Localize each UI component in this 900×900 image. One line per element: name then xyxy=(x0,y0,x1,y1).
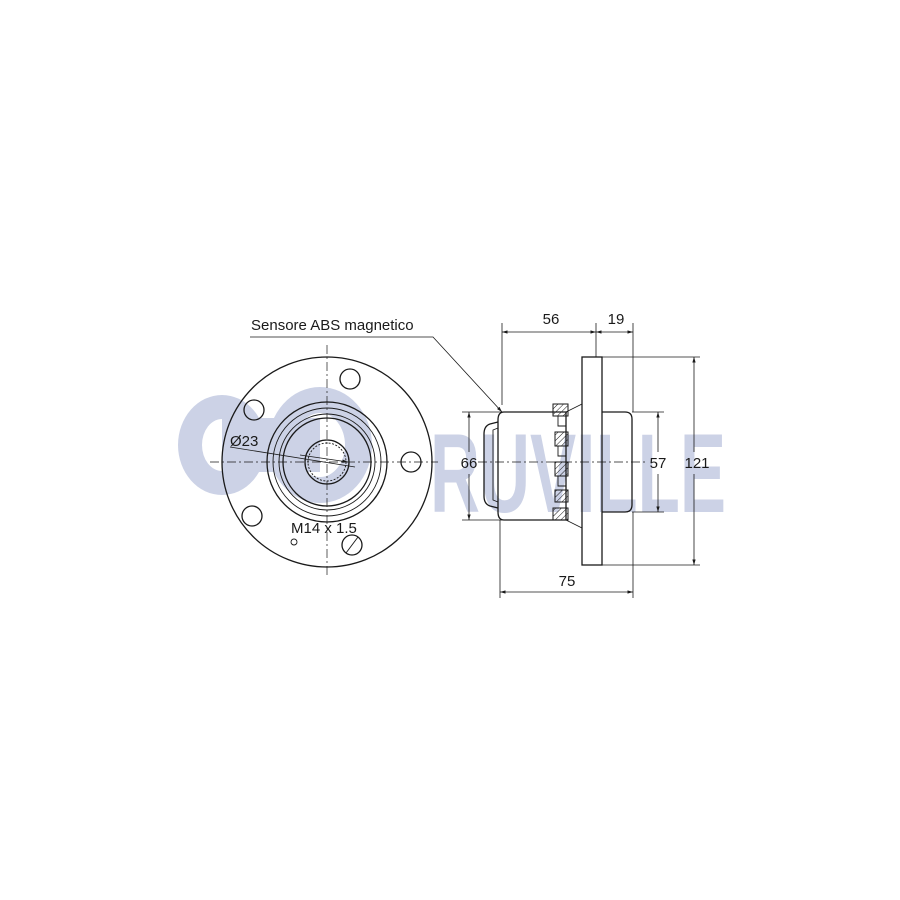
thread-mark-small-circle xyxy=(290,538,298,546)
hub-inner-circle xyxy=(278,413,376,511)
bore-diameter-label: Ø23 xyxy=(230,433,258,450)
bore-diameter-leader xyxy=(229,446,356,468)
hub-side-view: Sensore ABS magnetico 56 19 66 57 121 75 xyxy=(250,311,710,598)
side-flange xyxy=(581,356,603,566)
bolt-hole-bottom-left xyxy=(241,505,263,527)
side-hub-body xyxy=(497,411,567,521)
side-seal xyxy=(483,421,499,509)
splined-bore-outer xyxy=(304,439,350,485)
side-pilot xyxy=(602,411,633,513)
abs-tone-ring xyxy=(552,403,569,521)
flange-outer-circle xyxy=(221,356,433,568)
hub-front-view: Ø23 M14 x 1.5 xyxy=(210,345,438,578)
bolt-hole-right xyxy=(400,451,422,473)
hub-body-circle xyxy=(266,401,388,523)
dim-66-label: 66 xyxy=(461,455,478,472)
dim-19-label: 19 xyxy=(608,311,625,328)
thread-spec-label: M14 x 1.5 xyxy=(291,520,357,537)
dim-57-label: 57 xyxy=(650,455,667,472)
bolt-hole-section-mark xyxy=(345,536,359,554)
bolt-hole-left xyxy=(243,399,265,421)
abs-sensor-leader xyxy=(250,336,503,413)
ruville-logo: RUVILLE xyxy=(178,387,726,536)
abs-sensor-label: Sensore ABS magnetico xyxy=(251,317,414,334)
bearing-circle xyxy=(282,417,372,507)
bolt-hole-top xyxy=(339,368,361,390)
dim-121-label: 121 xyxy=(684,455,709,472)
ruville-logo-text: RUVILLE xyxy=(430,411,726,536)
hub-step-circle xyxy=(272,407,382,517)
bolt-hole-bottom-right xyxy=(341,534,363,556)
dim-56-label: 56 xyxy=(543,311,560,328)
dim-75-label: 75 xyxy=(559,573,576,590)
